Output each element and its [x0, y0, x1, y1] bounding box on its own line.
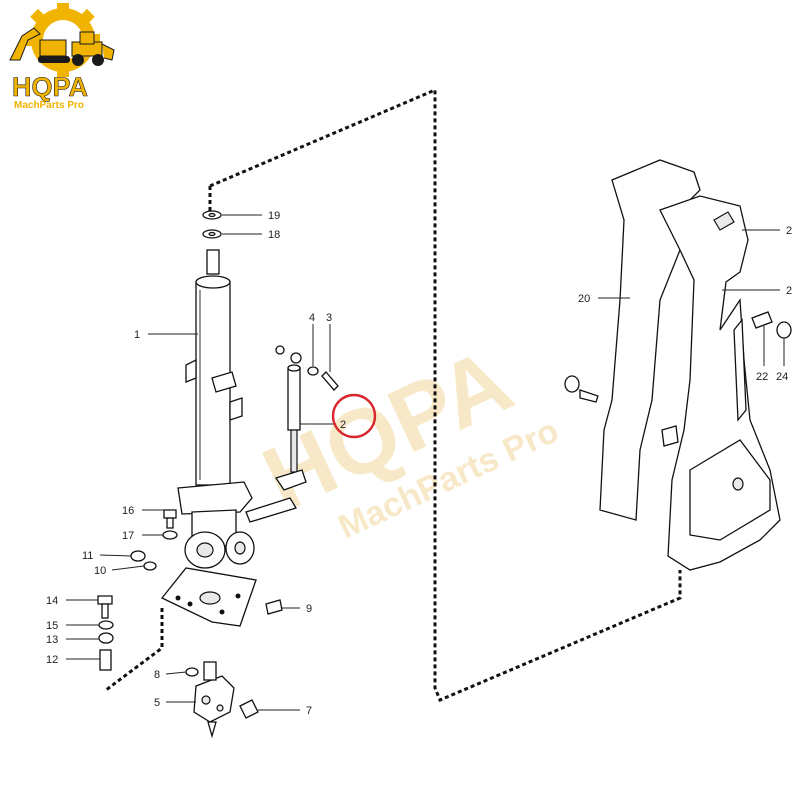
cap-24	[776, 321, 792, 339]
callout-5: 5	[154, 697, 160, 709]
bolt-16	[163, 509, 177, 519]
gas-strut-2	[245, 364, 307, 523]
callout-4: 4	[309, 312, 315, 324]
leader-lines	[66, 214, 785, 711]
bolt-7	[239, 699, 259, 719]
washer-10	[143, 561, 157, 571]
callout-13: 13	[46, 634, 58, 646]
highlight-circle	[331, 393, 377, 439]
cover-20	[599, 159, 701, 521]
callout-11: 11	[82, 550, 93, 562]
lower-group-boundary	[105, 608, 164, 692]
callout-9: 9	[306, 603, 312, 615]
brand-logo: HQPA MachParts Pro	[9, 3, 115, 111]
logo-brand-text: HQPA	[12, 72, 88, 102]
logo-tagline-text: MachParts Pro	[14, 100, 84, 111]
screw-22	[751, 311, 773, 329]
assembly-group-boundary	[208, 87, 682, 702]
callout-24: 24	[776, 371, 788, 383]
callout-18: 18	[268, 229, 280, 241]
nut-4	[307, 366, 319, 376]
column-base-bracket	[177, 481, 253, 515]
excavator-icon	[9, 27, 70, 63]
column-cover-assembly	[564, 159, 792, 571]
bolt-14	[97, 595, 113, 605]
callout-19: 19	[268, 210, 280, 222]
callout-12: 12	[46, 654, 58, 666]
callout-2-upper-right: 2	[786, 225, 792, 237]
callout-8: 8	[154, 669, 160, 681]
callout-20: 20	[578, 293, 590, 305]
steering-column-assembly	[97, 210, 339, 739]
callout-22: 22	[756, 371, 768, 383]
bolt-3	[321, 371, 339, 391]
washer-8	[185, 667, 199, 677]
washer-11	[130, 550, 146, 562]
callout-15: 15	[46, 620, 58, 632]
callout-3: 3	[326, 312, 332, 324]
bolt-9	[265, 599, 283, 615]
washer-17	[162, 530, 178, 540]
valve-block-5	[193, 661, 235, 739]
callout-2-lower-right: 2	[786, 285, 792, 297]
screw-left	[579, 389, 599, 403]
column-shaft-top	[206, 249, 220, 275]
callout-2: 2	[340, 419, 346, 431]
loader-icon	[71, 31, 115, 66]
callout-17: 17	[122, 530, 134, 542]
callout-16: 16	[122, 505, 134, 517]
callout-14: 14	[46, 595, 58, 607]
callout-1: 1	[134, 329, 140, 341]
cap-left	[564, 375, 580, 393]
washer-15	[98, 620, 114, 630]
callout-7: 7	[306, 705, 312, 717]
spacer-12	[99, 649, 112, 671]
callout-labels: 19 18 1 4 3 2 16 17 11 10 14 15 13 12 9 …	[46, 210, 792, 717]
callout-10: 10	[94, 565, 106, 577]
washer-13	[98, 632, 114, 644]
